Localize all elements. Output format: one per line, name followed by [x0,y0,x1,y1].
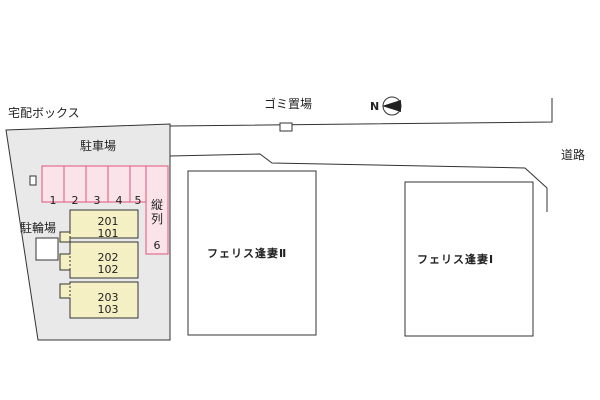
unit-number-lower: 103 [97,303,119,316]
unit-number-lower: 101 [97,227,119,240]
unit-label-1: 201 101 [88,216,128,240]
stall-number-1: 1 [49,194,57,207]
compass-n-label: N [370,100,380,113]
parking-row [41,165,169,255]
parking-label: 駐車場 [80,139,117,153]
stall-number-3: 3 [93,194,101,207]
stall-number-5: 5 [134,194,142,207]
road-lines [169,98,553,212]
unit-label-3: 203 103 [88,292,128,316]
building-name-ferris-1: フェリス逢妻Ⅰ [417,253,495,266]
building-ferris-2 [187,170,317,336]
tandem-label: 縦列 [151,198,164,226]
garbage-station-marker [279,122,293,132]
building-name-ferris-2: フェリス逢妻Ⅱ [207,247,288,260]
unit-number-upper: 203 [97,291,119,304]
stall-number-6: 6 [153,239,161,252]
unit-block-3 [59,281,139,319]
apartment-building [59,209,139,319]
garbage-label: ゴミ置場 [264,97,313,111]
stall-number-4: 4 [115,194,123,207]
building-ferris-1 [404,181,534,337]
stall-number-2: 2 [71,194,79,207]
unit-number-upper: 201 [97,215,119,228]
unit-label-2: 202 102 [88,252,128,276]
road-edge-bottom [169,153,548,212]
parking-stall-tandem [145,165,169,255]
delivery-box-marker [29,175,37,186]
bicycle-parking-label: 駐輪場 [20,221,57,235]
unit-number-upper: 202 [97,251,119,264]
delivery-box-label: 宅配ボックス [8,106,80,120]
north-arrow-icon [382,96,402,116]
unit-number-lower: 102 [97,263,119,276]
road-edge-top [169,98,553,127]
road-label: 道路 [561,148,586,162]
bicycle-parking-area [35,237,59,261]
